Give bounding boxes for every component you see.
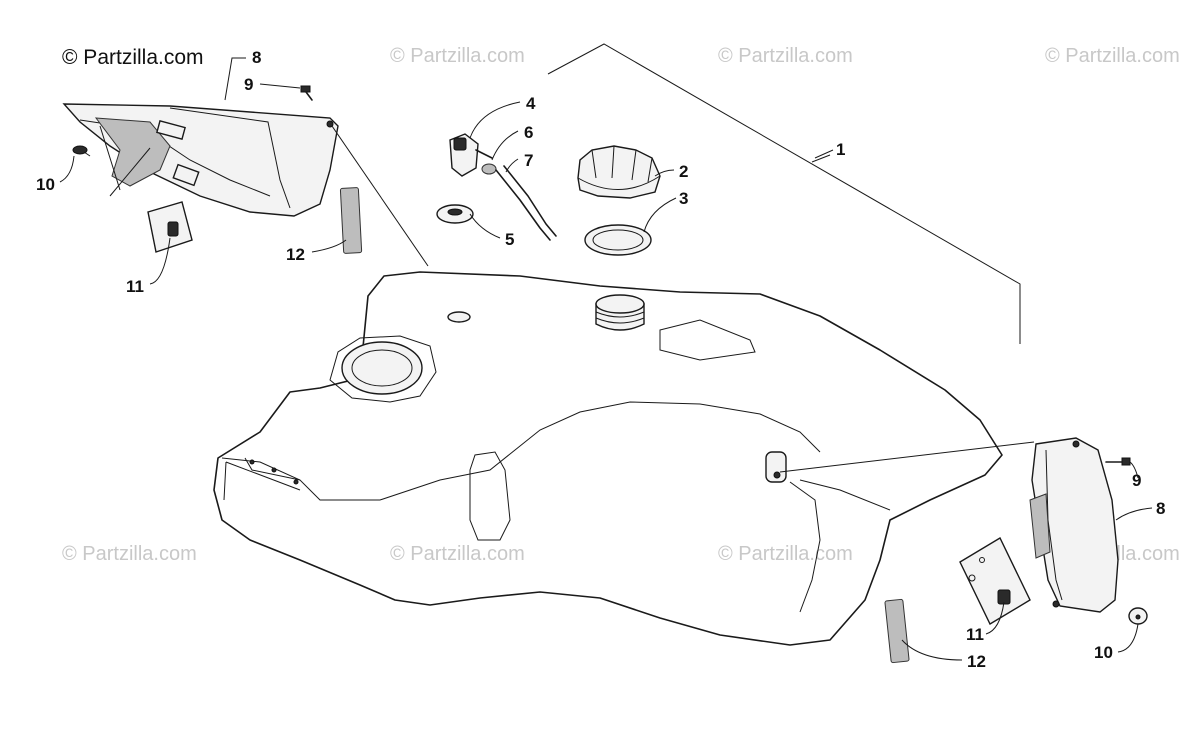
callout-1: 1 [836,140,845,159]
rollover-valve [449,133,493,177]
callout-8-right: 8 [1156,499,1165,518]
hose-clamp [481,163,497,175]
vent-hose [495,165,557,241]
filler-neck [595,294,645,314]
watermark: © Partzilla.com [390,45,525,67]
left-push-rivet [72,145,91,157]
callout-3: 3 [679,189,688,208]
left-screw [300,85,313,101]
watermark: © Partzilla.com [390,543,525,565]
copyright-label: © Partzilla.com [62,46,204,69]
fuel-tank [213,271,1003,646]
callout-5: 5 [505,230,514,249]
callout-11-right: 11 [966,625,984,644]
left-mounting-plate [147,201,193,253]
watermark: © Partzilla.com [1045,45,1180,67]
watermark: © Partzilla.com [718,543,853,565]
callout-8-left: 8 [252,48,261,67]
callout-6: 6 [524,123,533,142]
assembly-bracket-1 [547,43,1021,344]
right-mounting-plate [959,537,1031,625]
watermark: © Partzilla.com [718,45,853,67]
left-foam-strip [339,187,363,254]
callout-9-right: 9 [1132,471,1141,490]
callout-12-left: 12 [286,245,305,264]
left-side-panel [62,103,339,217]
watermark: © Partzilla.com [62,543,197,565]
callout-12-right: 12 [967,652,986,671]
callout-labels: 1 2 3 4 6 7 5 8 9 10 11 12 9 8 10 11 12 [36,48,1165,671]
right-push-rivet [1128,607,1148,625]
right-foam-strip [884,598,910,664]
callout-10-left: 10 [36,175,55,194]
fuel-cap [577,145,661,199]
callout-9-left: 9 [244,75,253,94]
callout-7: 7 [524,151,533,170]
right-screw [1105,457,1131,466]
cap-gasket [584,224,652,256]
callout-11-left: 11 [126,277,144,296]
callout-10-right: 10 [1094,643,1113,662]
right-side-panel [1029,437,1119,613]
callout-2: 2 [679,162,688,181]
leader-lines [59,57,1153,661]
valve-grommet [436,204,474,224]
callout-4: 4 [526,94,536,113]
